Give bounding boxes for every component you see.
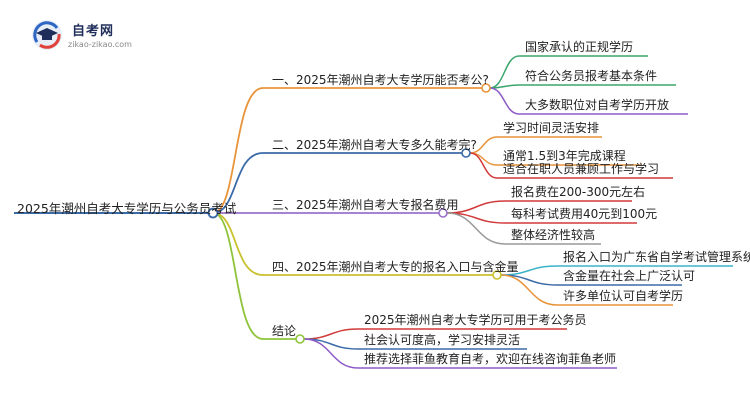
branch-node: [481, 83, 491, 93]
leaf-connector: [469, 152, 498, 179]
leaf-label: 许多单位认可自考学历: [563, 289, 684, 303]
branch-node: [492, 270, 502, 280]
branch-connector: [212, 212, 264, 340]
leaf-label: 社会认可度高，学习安排灵活: [364, 333, 521, 347]
leaf-connector: [500, 274, 558, 306]
branch-node: [461, 148, 471, 158]
leaf-label: 2025年潮州自考大专学历可用于考公务员: [364, 313, 587, 327]
leaf-label: 通常1.5到3年完成课程: [503, 149, 626, 163]
leaf-label: 每科考试费用40元到100元: [511, 207, 658, 221]
leaf-connector: [303, 338, 359, 369]
branch-label: 四、2025年潮州自考大专的报名入口与含金量: [272, 260, 519, 274]
site-logo[interactable]: 自考网 zikao-zikao.com: [30, 18, 140, 52]
branch-connector: [212, 152, 264, 214]
leaf-label: 学习时间灵活安排: [503, 121, 600, 135]
root-node-label: 2025年潮州自考大专学历与公务员考试: [17, 201, 237, 216]
graduation-cap-icon: [32, 20, 62, 50]
leaf-connector: [489, 87, 520, 115]
branch-connector: [212, 212, 264, 276]
leaf-label: 大多数职位对自考学历开放: [525, 98, 670, 112]
branch-label: 三、2025年潮州自考大专报名费用: [272, 198, 459, 212]
leaf-connector: [469, 152, 498, 166]
branch-label: 一、2025年潮州自考大专学历能否考公?: [272, 73, 489, 87]
leaf-label: 含金量在社会上广泛认可: [563, 269, 696, 283]
leaf-label: 报名入口为广东省自学考试管理系统: [563, 250, 750, 264]
leaf-label: 适合在职人员兼顾工作与学习: [503, 162, 660, 176]
leaf-label: 国家承认的正规学历: [525, 40, 634, 54]
leaf-connector: [303, 328, 359, 340]
logo-title: 自考网: [72, 24, 115, 39]
leaf-label: 整体经济性较高: [511, 228, 596, 242]
branch-label: 二、2025年潮州自考大专多久能考完?: [272, 138, 477, 152]
root-node: [207, 207, 219, 219]
branch-connector: [212, 87, 264, 214]
leaf-connector: [489, 55, 520, 89]
leaf-label: 报名费在200-300元左右: [511, 185, 646, 199]
branch-label: 结论: [272, 324, 297, 338]
leaf-label: 推荐选择菲鱼教育自考，欢迎在线咨询菲鱼老师: [364, 352, 617, 366]
branch-node: [295, 334, 305, 344]
logo-url: zikao-zikao.com: [68, 40, 132, 49]
leaf-label: 符合公务员报考基本条件: [525, 69, 658, 83]
branch-node: [438, 208, 448, 218]
leaf-connector: [446, 212, 506, 245]
